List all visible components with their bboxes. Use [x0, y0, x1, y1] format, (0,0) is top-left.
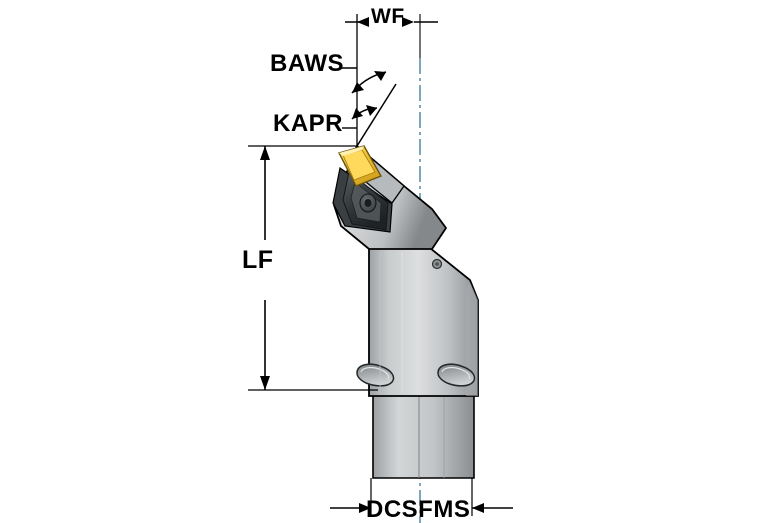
insert-edge-highlight [339, 146, 364, 156]
dimension-dcsfms [330, 478, 513, 516]
label-wf: WF [371, 5, 405, 28]
coupling-slot-left [356, 363, 395, 387]
dimension-lf [248, 145, 378, 391]
label-dcsfms: DCSFMS [366, 496, 471, 523]
dimension-baws [340, 67, 397, 147]
tool-body-group [332, 144, 479, 479]
label-lf: LF [242, 246, 274, 274]
dimension-kapr [342, 105, 378, 129]
dimension-wf [345, 14, 438, 146]
label-baws: BAWS [270, 50, 344, 77]
coupling-slot-right [437, 363, 476, 387]
tool-shank [372, 394, 475, 479]
label-kapr: KAPR [273, 110, 344, 137]
